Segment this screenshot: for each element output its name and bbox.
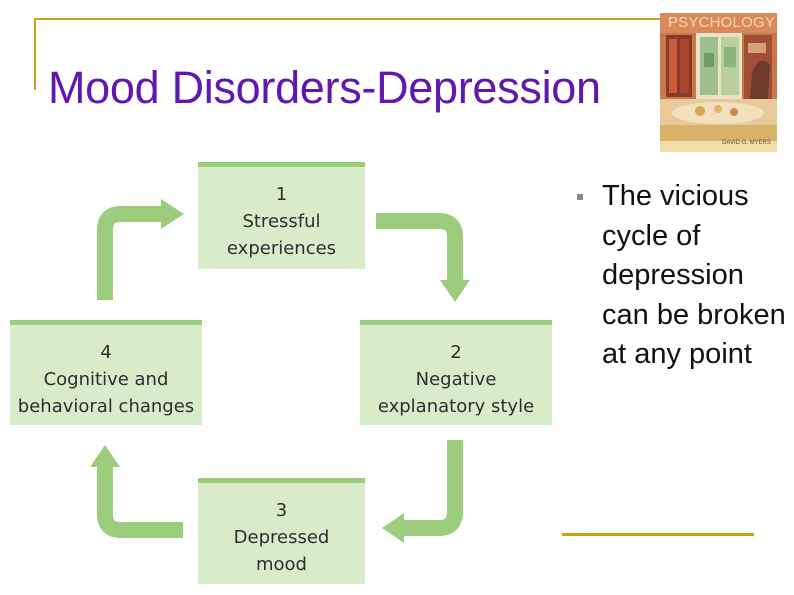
step-3-label-line2: mood [256,554,307,575]
cycle-step-2: 2 Negative explanatory style [360,320,552,425]
step-1-number: 1 [275,184,288,205]
step-3-number: 3 [275,500,288,521]
cycle-step-3: 3 Depressed mood [198,478,365,584]
book-cover-title: PSYCHOLOGY [668,14,776,31]
arrow-1-to-2-head [440,280,470,302]
step-1-label-line1: Stressful [242,211,321,232]
cycle-step-1: 1 Stressful experiences [198,162,365,269]
cycle-step-4: 4 Cognitive and behavioral changes [10,320,202,425]
step-3-label-line1: Depressed [233,527,330,548]
step-4-number: 4 [100,342,112,363]
arrow-4-to-1-head [161,199,184,229]
book-cover-image: PSYCHOLOGY DAVID G. MYERS [660,13,777,152]
arrow-1-to-2 [376,213,463,282]
cycle-diagram: 1 Stressful experiences 2 Negative expla… [10,162,552,584]
step-2-label-line2: explanatory style [377,396,535,417]
bottom-rule [562,533,754,536]
arrow-2-to-3-head [382,513,404,543]
book-cover-painting [660,13,777,152]
step-2-number: 2 [450,342,462,363]
cycle-arrows [90,199,470,543]
arrow-3-to-4 [97,465,183,538]
bullet-text: The vicious cycle of depression can be b… [602,180,786,370]
step-4-label-line1: Cognitive and [43,369,169,390]
step-4-label-line2: behavioral changes [17,396,195,417]
arrow-4-to-1 [97,206,163,300]
arrow-3-to-4-head [90,445,120,467]
step-2-label-line1: Negative [415,369,497,390]
bullet-square-icon [577,194,583,200]
left-rule [34,18,36,90]
top-rule [34,18,664,20]
step-1-label-line2: experiences [226,238,337,259]
arrow-2-to-3 [402,440,463,536]
slide-title: Mood Disorders-Depression [48,62,601,113]
book-cover-author: DAVID G. MYERS [722,140,771,146]
